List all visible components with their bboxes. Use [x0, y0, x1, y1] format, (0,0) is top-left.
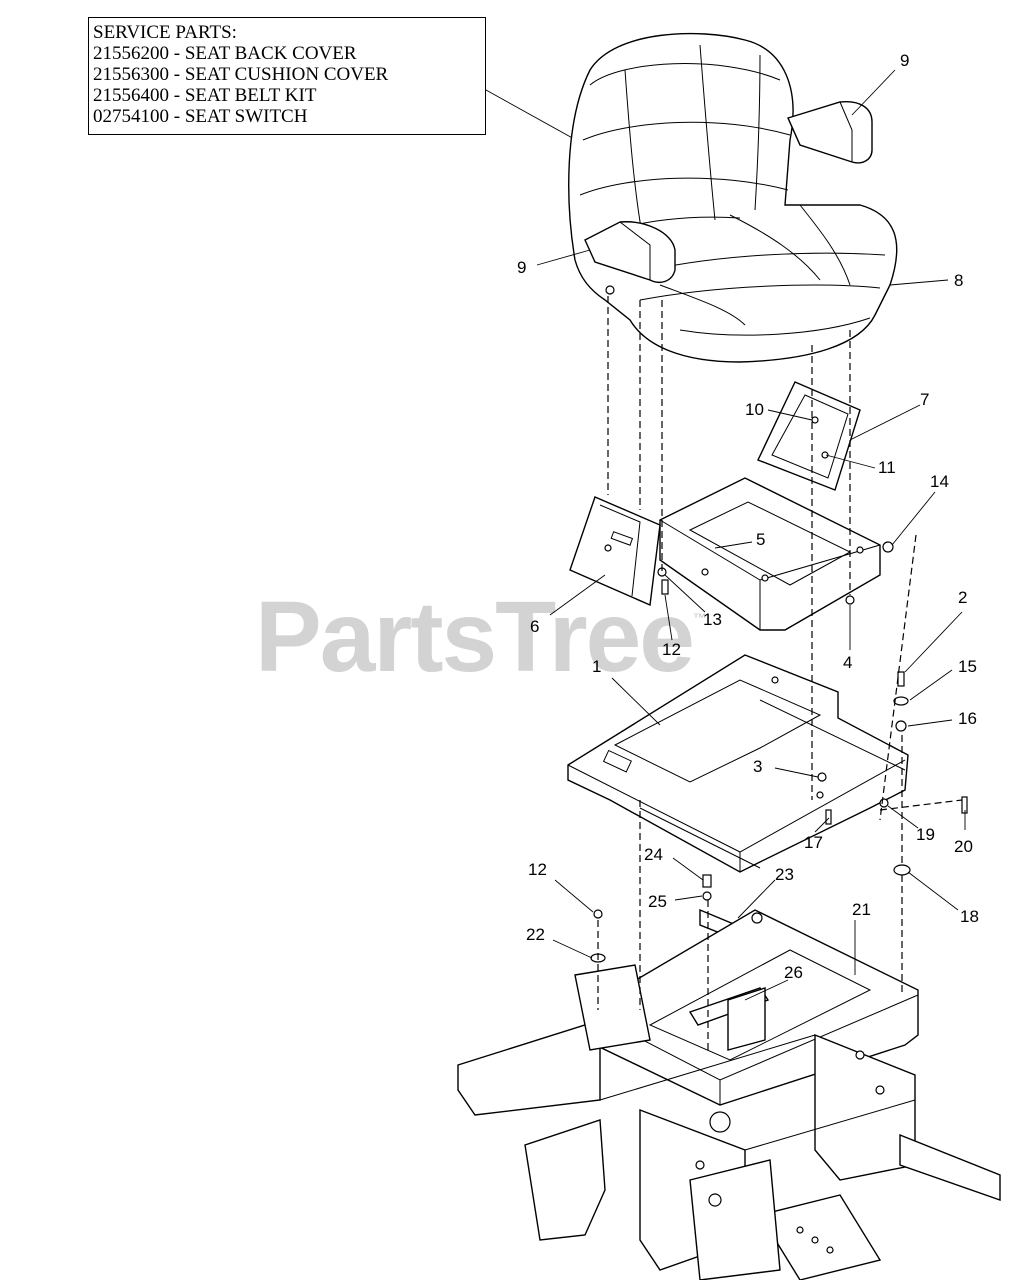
service-part-line: 21556200 - SEAT BACK COVER [93, 43, 357, 64]
callout-13: 13 [703, 610, 722, 629]
callout-1: 1 [592, 657, 601, 676]
nut-part-12 [593, 909, 603, 919]
nut-part-19 [879, 798, 889, 808]
callout-5: 5 [756, 530, 765, 549]
callout-15: 15 [958, 657, 977, 676]
callout-12-lower: 12 [528, 860, 547, 879]
bolt-part-17 [825, 809, 832, 825]
service-parts-box: SERVICE PARTS: 21556200 - SEAT BACK COVE… [88, 17, 486, 135]
callout-4: 4 [843, 653, 852, 672]
nut-part-4 [845, 595, 855, 605]
seat-part-8 [568, 32, 898, 363]
partstree-watermark: PartsTree™ [255, 581, 707, 693]
callout-22: 22 [526, 925, 545, 944]
service-part-line: 21556400 - SEAT BELT KIT [93, 85, 317, 106]
nut-part-25 [702, 891, 712, 901]
callout-2: 2 [958, 588, 967, 607]
alignment-lines [597, 296, 963, 1050]
callout-11: 11 [878, 458, 896, 477]
callout-labels: 9 9 8 10 7 11 14 5 6 13 12 4 2 15 16 1 3… [517, 51, 979, 982]
callout-17: 17 [804, 833, 823, 852]
callout-24: 24 [644, 845, 663, 864]
nut-part-16 [895, 720, 907, 732]
callout-19: 19 [916, 825, 935, 844]
callout-16: 16 [958, 709, 977, 728]
callout-8: 8 [954, 271, 963, 290]
callout-10: 10 [745, 400, 764, 419]
callout-9-right: 9 [900, 51, 909, 70]
nut-part-14 [882, 541, 894, 553]
washer-part-18 [893, 864, 911, 876]
callout-23: 23 [775, 865, 794, 884]
callout-14: 14 [930, 472, 949, 491]
callout-leaders [536, 69, 966, 1001]
bolt-part-24 [702, 874, 712, 888]
service-parts-heading: SERVICE PARTS: [93, 22, 237, 43]
service-part-line: 02754100 - SEAT SWITCH [93, 106, 308, 127]
switch-cover-part-6 [569, 496, 661, 607]
callout-21: 21 [852, 900, 871, 919]
callout-3: 3 [753, 757, 762, 776]
seat-pan-part-5 [659, 477, 881, 631]
chassis-frame [457, 964, 1001, 1280]
bolt-part-12 [661, 579, 669, 595]
nut-part-3 [817, 772, 827, 782]
switch-bracket-part-7 [757, 381, 861, 491]
callout-18: 18 [960, 907, 979, 926]
callout-25: 25 [648, 892, 667, 911]
washer-part-15 [893, 696, 909, 706]
rail-part-26 [688, 987, 770, 1051]
callout-20: 20 [954, 837, 973, 856]
base-plate-part-1 [567, 654, 909, 873]
callout-9-left: 9 [517, 258, 526, 277]
callout-12-upper: 12 [662, 640, 681, 659]
callout-7: 7 [920, 390, 929, 409]
callout-26: 26 [784, 963, 803, 982]
bolt-part-20 [961, 796, 968, 814]
bolt-part-2 [897, 671, 905, 687]
service-part-line: 21556300 - SEAT CUSHION COVER [93, 64, 389, 85]
callout-6: 6 [530, 617, 539, 636]
